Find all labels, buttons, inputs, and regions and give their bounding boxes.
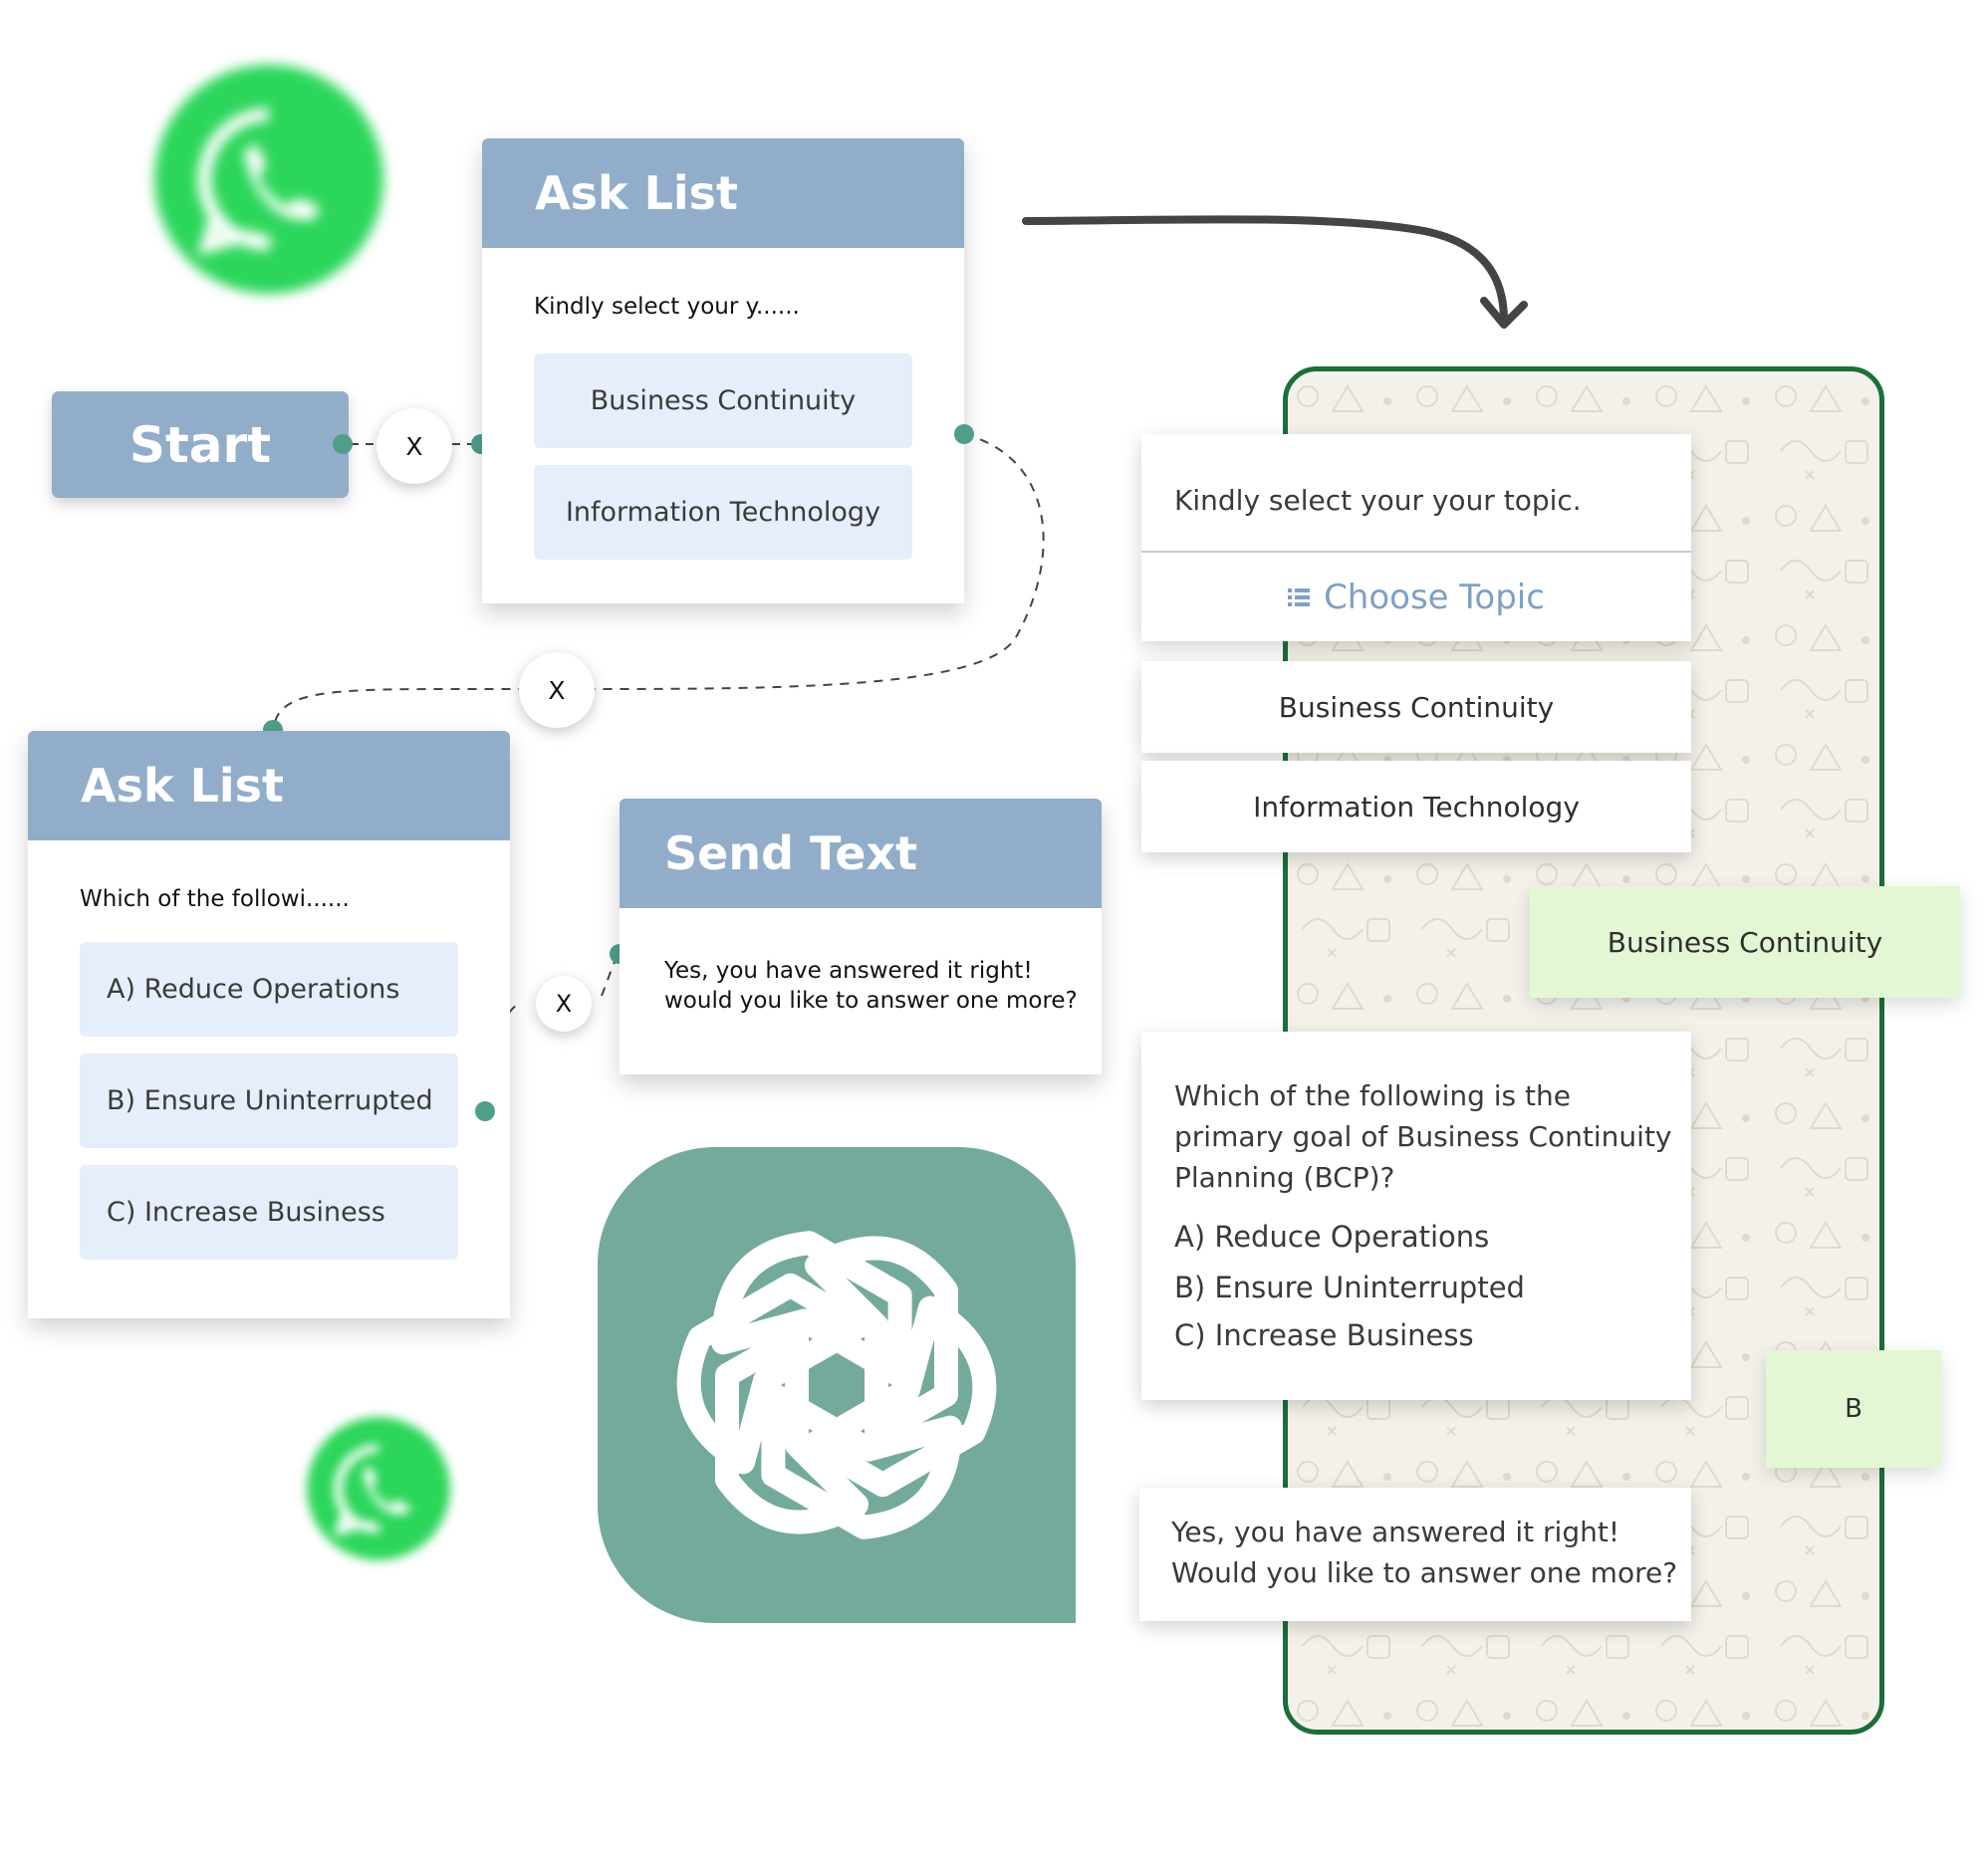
chat-list-option-2[interactable]: Information Technology xyxy=(1141,761,1691,852)
ask-list-2-prompt: Which of the followi...... xyxy=(80,886,350,912)
chat-list-option-label: Information Technology xyxy=(1253,790,1580,823)
user-reply-1-text: Business Continuity xyxy=(1607,925,1883,959)
list-icon xyxy=(1288,587,1311,606)
ask-list-2-option-a[interactable]: A) Reduce Operations xyxy=(80,942,458,1037)
ask-list-1-option-2[interactable]: Information Technology xyxy=(534,465,912,560)
send-text-header: Send Text xyxy=(620,799,1102,908)
send-text-node[interactable]: Send Text Yes, you have answered it righ… xyxy=(620,799,1102,1074)
chat-answer-b: B) Ensure Uninterrupted xyxy=(1174,1271,1525,1304)
chat-list-message: Kindly select your your topic. Choose To… xyxy=(1141,434,1691,641)
ask-list-node-1[interactable]: Ask List Kindly select your y...... Busi… xyxy=(482,138,964,603)
user-reply-bubble-1: Business Continuity xyxy=(1530,886,1960,998)
delete-connection-button[interactable]: X xyxy=(519,652,595,728)
start-node[interactable]: Start xyxy=(52,391,349,498)
option-label: B) Ensure Uninterrupted xyxy=(107,1085,433,1116)
start-output-port[interactable] xyxy=(333,434,353,454)
delete-connection-button[interactable]: X xyxy=(536,976,592,1032)
ask-list-1-title: Ask List xyxy=(535,166,739,220)
ask-list-node-2[interactable]: Ask List Which of the followi...... A) R… xyxy=(28,731,510,1318)
whatsapp-icon xyxy=(307,1417,450,1560)
ask-list-1-prompt: Kindly select your y...... xyxy=(534,294,800,320)
chat-confirmation-line-1: Yes, you have answered it right! xyxy=(1171,1516,1620,1548)
delete-label: X xyxy=(548,675,566,705)
whatsapp-icon xyxy=(154,65,383,294)
send-text-line-1: Yes, you have answered it right! xyxy=(664,958,1033,984)
chat-answer-a: A) Reduce Operations xyxy=(1174,1220,1490,1254)
ask-list-1-header: Ask List xyxy=(482,138,964,248)
chat-confirmation-message: Yes, you have answered it right! Would y… xyxy=(1139,1488,1691,1621)
option-label: C) Increase Business xyxy=(107,1197,385,1228)
chat-confirmation-line-2: Would you like to answer one more? xyxy=(1171,1556,1678,1589)
option-label: A) Reduce Operations xyxy=(107,974,400,1005)
chat-question-text: Which of the following is the primary go… xyxy=(1174,1079,1672,1194)
chat-answer-c: C) Increase Business xyxy=(1174,1318,1474,1352)
option-label: Business Continuity xyxy=(590,385,857,416)
flow-arrow-head xyxy=(1480,297,1528,329)
send-text-body: Yes, you have answered it right! would y… xyxy=(664,956,1102,1016)
ask-list-2-header: Ask List xyxy=(28,731,510,840)
delete-connection-button[interactable]: X xyxy=(376,408,452,484)
ask-list-2-option-b[interactable]: B) Ensure Uninterrupted xyxy=(80,1054,458,1148)
start-label: Start xyxy=(128,415,272,474)
chat-topic-prompt: Kindly select your your topic. xyxy=(1174,484,1582,517)
send-text-line-2: would you like to answer one more? xyxy=(664,988,1078,1014)
delete-label: X xyxy=(405,431,423,461)
ask-list-2-option-b-port[interactable] xyxy=(475,1101,495,1121)
ask-list-2-option-c[interactable]: C) Increase Business xyxy=(80,1165,458,1260)
chat-list-option-1[interactable]: Business Continuity xyxy=(1141,661,1691,753)
flow-arrow-line xyxy=(1022,215,1508,325)
chat-divider xyxy=(1141,551,1691,553)
send-text-title: Send Text xyxy=(664,826,918,880)
whatsapp-logo-large xyxy=(149,60,388,299)
choose-topic-label: Choose Topic xyxy=(1324,577,1545,617)
ask-list-2-title: Ask List xyxy=(81,759,285,813)
user-reply-bubble-2: B xyxy=(1766,1350,1941,1468)
delete-label: X xyxy=(555,990,573,1018)
whatsapp-logo-small xyxy=(304,1414,453,1563)
choose-topic-button[interactable]: Choose Topic xyxy=(1141,553,1691,641)
ask-list-1-output-port[interactable] xyxy=(954,424,974,444)
option-label: Information Technology xyxy=(565,497,881,528)
openai-logo-tile xyxy=(598,1147,1076,1623)
connector-ask1-to-ask2 xyxy=(273,433,1045,728)
chat-list-option-label: Business Continuity xyxy=(1278,690,1555,724)
user-reply-2-text: B xyxy=(1845,1394,1863,1424)
openai-icon xyxy=(676,1231,997,1539)
chat-question-message: Which of the following is the primary go… xyxy=(1141,1032,1691,1400)
ask-list-1-option-1[interactable]: Business Continuity xyxy=(534,353,912,448)
